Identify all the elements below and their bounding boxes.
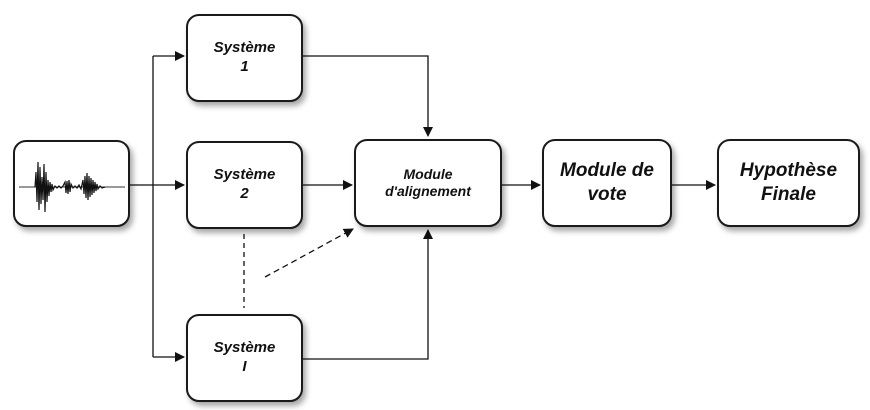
alignment-module-line1: Module — [403, 165, 453, 182]
system-I-node: Système I — [186, 314, 303, 402]
alignment-module-line2: d'alignement — [385, 183, 471, 199]
final-hypothesis-node: Hypothèse Finale — [717, 139, 860, 227]
system-I-number: I — [242, 358, 247, 375]
system-2-node: Système 2 — [186, 141, 303, 229]
alignment-module-node: Module d'alignement — [354, 139, 502, 227]
vote-module-line1: Module de — [560, 160, 654, 182]
edge-dashed-intermediate-to-alignment — [264, 228, 354, 278]
edge-system1-to-alignment — [303, 55, 433, 137]
system-1-node: Système 1 — [186, 14, 303, 102]
system-1-number: 1 — [240, 58, 249, 75]
audio-input — [13, 140, 130, 227]
final-hypothesis-line2: Finale — [761, 184, 816, 205]
system-1-label: Système — [213, 39, 276, 57]
vote-module-line2: vote — [587, 184, 627, 205]
system-2-label: Système — [213, 166, 276, 184]
final-hypothesis-line1: Hypothèse — [739, 160, 838, 182]
system-I-label: Système — [213, 339, 276, 357]
vote-module-node: Module de vote — [542, 139, 672, 227]
system-2-number: 2 — [240, 185, 249, 202]
audio-waveform-icon — [19, 161, 125, 213]
edge-systemI-to-alignment — [303, 229, 433, 360]
